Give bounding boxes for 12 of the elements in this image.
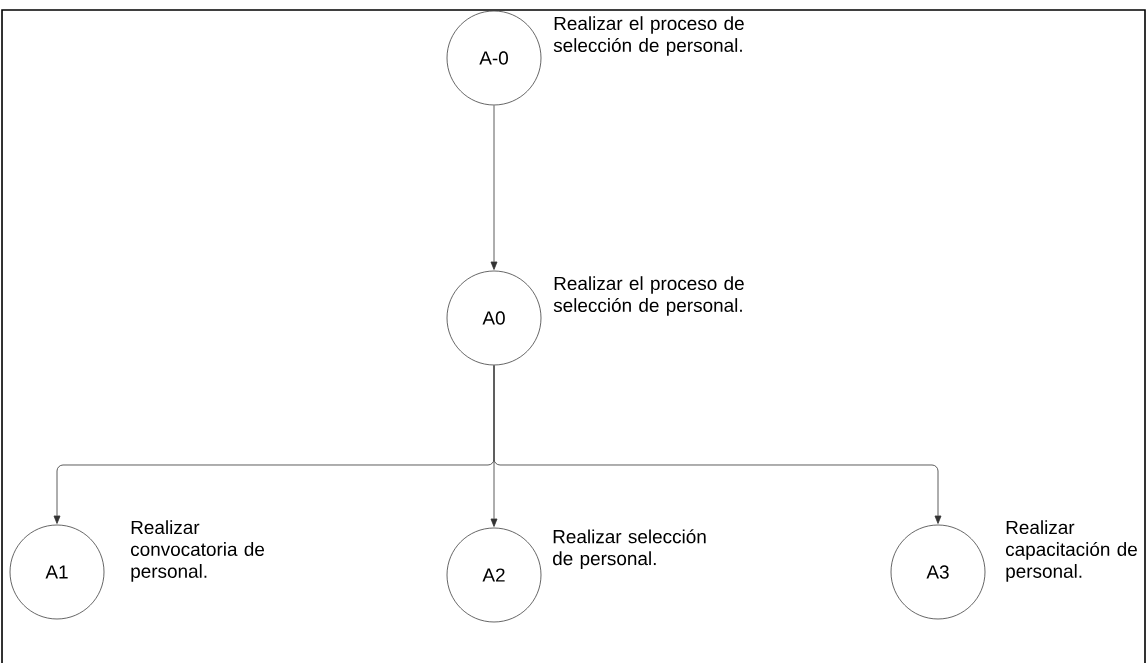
node-description: Realizar el proceso de selección de personal. <box>553 276 744 316</box>
circle-node: A1 <box>9 524 105 620</box>
node-description: Realizar el proceso de selección de personal. <box>553 16 744 56</box>
circle-node: A3 <box>890 524 986 620</box>
node-description: Realizar capacitación de personal. <box>1006 520 1137 582</box>
circle-node: A2 <box>446 527 542 623</box>
node-description: Realizar convocatoria de personal. <box>131 520 265 582</box>
arrow <box>493 365 942 524</box>
arrow <box>490 105 498 270</box>
node-description: Realizar selección de personal. <box>553 529 706 569</box>
circle-node: A-0 <box>446 10 542 106</box>
circle-node: A0 <box>446 270 542 366</box>
